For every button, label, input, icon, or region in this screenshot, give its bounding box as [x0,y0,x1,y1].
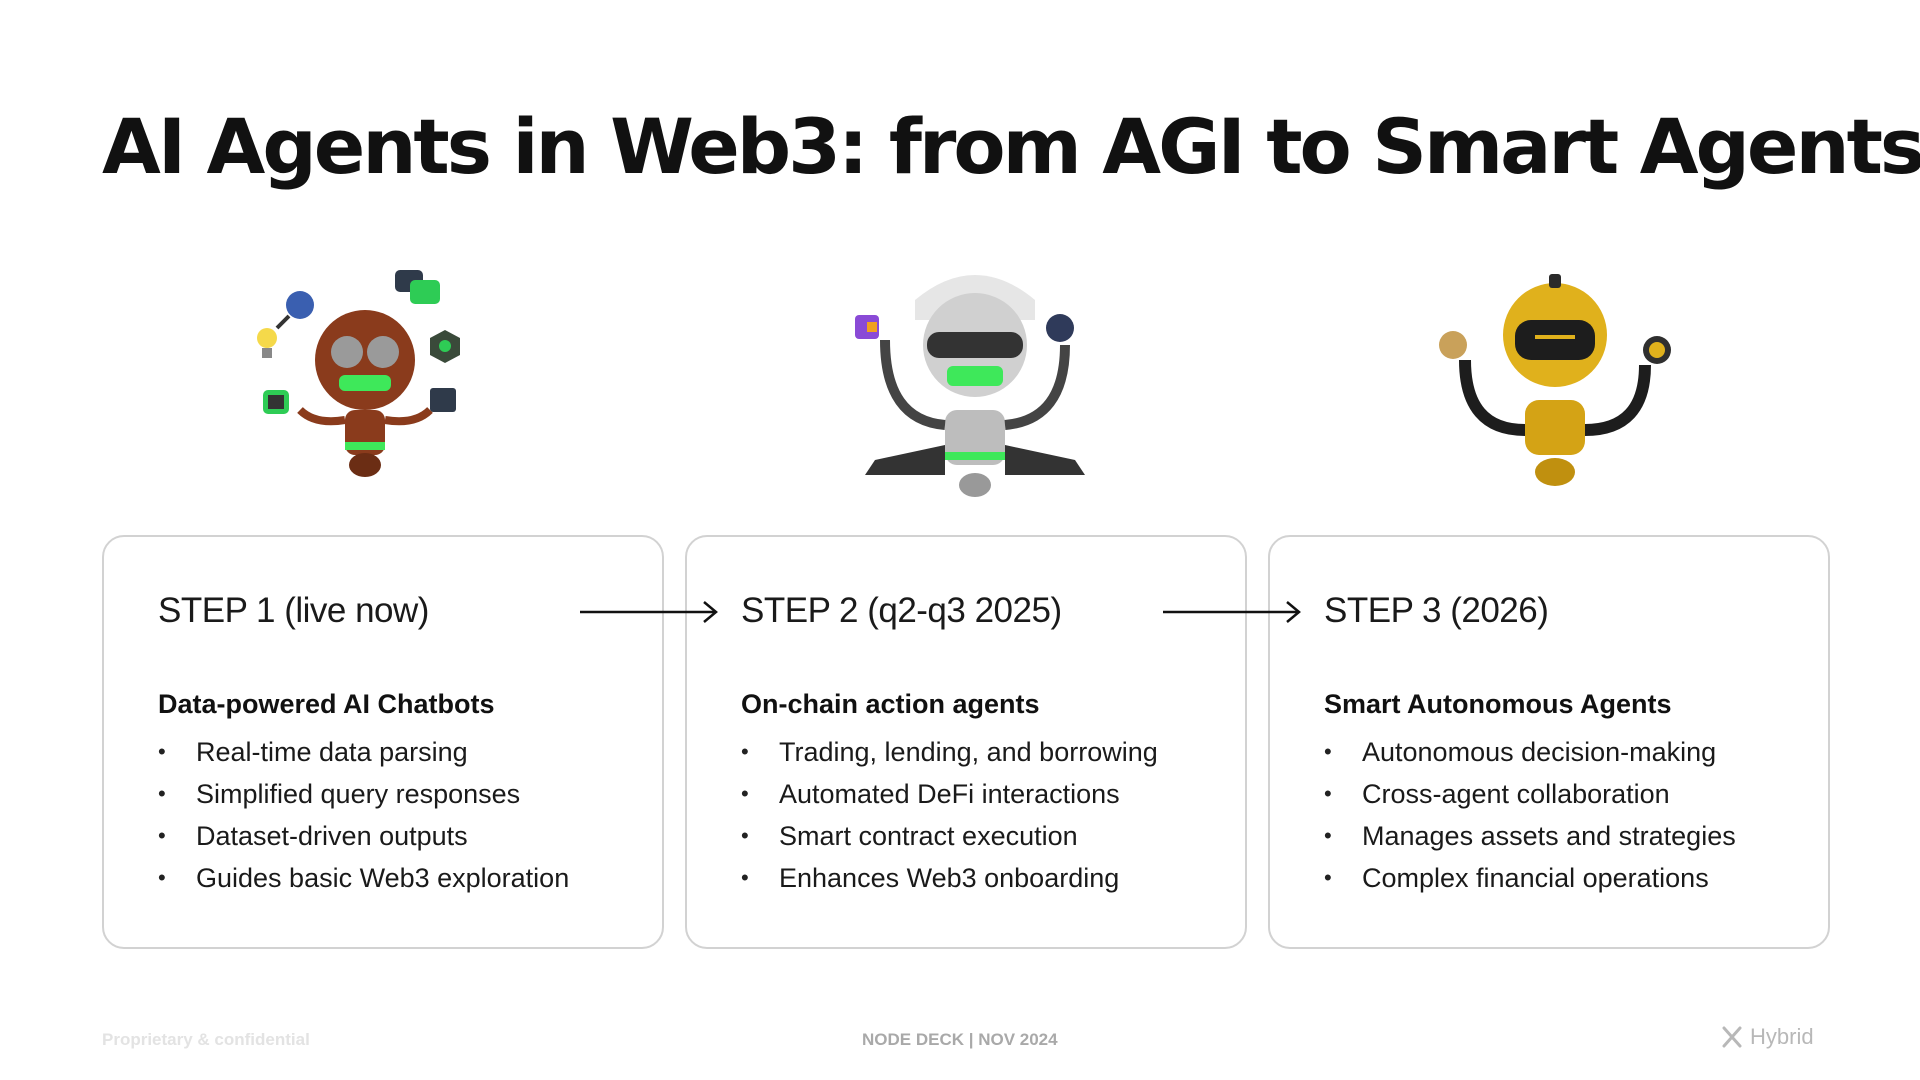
arrow-right-icon [580,601,718,623]
step-title: STEP 2 (q2-q3 2025) [741,591,1062,630]
gold-robot-icon [1425,260,1685,510]
list-item: Complex financial operations [1324,857,1736,899]
bullet-list: Autonomous decision-making Cross-agent c… [1324,731,1736,899]
list-item: Cross-agent collaboration [1324,773,1736,815]
brand-name: Hybrid [1750,1024,1814,1049]
chatbot-robot-icon [255,260,515,510]
list-item: Autonomous decision-making [1324,731,1736,773]
arrow-right-icon [1163,601,1301,623]
step-card-1: STEP 1 (live now) Data-powered AI Chatbo… [102,535,664,949]
footer-deck-info: NODE DECK | NOV 2024 [862,1030,1058,1049]
step-card-2: STEP 2 (q2-q3 2025) On-chain action agen… [685,535,1247,949]
bullet-list: Real-time data parsing Simplified query … [158,731,569,899]
list-item: Manages assets and strategies [1324,815,1736,857]
step-heading: On-chain action agents [741,689,1040,719]
step-title: STEP 1 (live now) [158,591,429,630]
list-item: Smart contract execution [741,815,1158,857]
step-heading: Data-powered AI Chatbots [158,689,495,719]
list-item: Trading, lending, and borrowing [741,731,1158,773]
list-item: Dataset-driven outputs [158,815,569,857]
list-item: Simplified query responses [158,773,569,815]
list-item: Guides basic Web3 exploration [158,857,569,899]
step-card-3: STEP 3 (2026) Smart Autonomous Agents Au… [1268,535,1830,949]
step-title: STEP 3 (2026) [1324,591,1549,630]
footer-confidential: Proprietary & confidential [102,1030,310,1049]
bullet-list: Trading, lending, and borrowing Automate… [741,731,1158,899]
brand-logo: Hybrid [1718,1024,1814,1050]
hybrid-logo-icon [1722,1026,1742,1048]
list-item: Enhances Web3 onboarding [741,857,1158,899]
builder-robot-icon [845,260,1105,510]
list-item: Real-time data parsing [158,731,569,773]
list-item: Automated DeFi interactions [741,773,1158,815]
step-heading: Smart Autonomous Agents [1324,689,1672,719]
page-title: AI Agents in Web3: from AGI to Smart Age… [102,102,1920,191]
